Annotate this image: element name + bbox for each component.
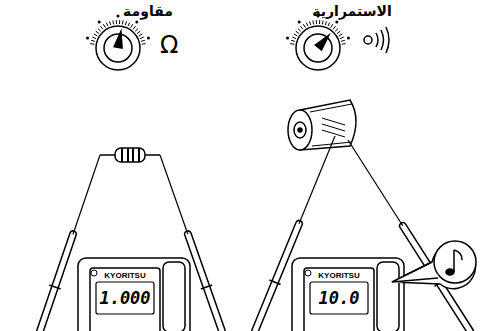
dial-tick [291, 40, 295, 41]
dial-tick [119, 20, 120, 24]
dial-tick [103, 24, 105, 27]
dial-pointer [314, 33, 331, 52]
resistor-symbol [100, 148, 160, 162]
dial-tick [333, 26, 336, 29]
beep-bubble [392, 241, 476, 289]
dial-mark [117, 15, 120, 18]
rotary-dial [86, 15, 150, 71]
dial-mark [298, 21, 301, 24]
dial-tick [98, 28, 101, 31]
dial-tick [92, 37, 96, 39]
dial-tick [300, 26, 303, 29]
dial-tick [306, 23, 308, 27]
dial-tick [298, 28, 301, 31]
dial-tick [331, 24, 333, 27]
probe-body [40, 234, 73, 331]
dial-mark [98, 21, 101, 24]
dial-tick [91, 40, 95, 41]
motor-symbol [288, 100, 356, 150]
dial-tick [342, 43, 346, 45]
dial-tick [339, 34, 342, 36]
probe-guard [201, 285, 212, 289]
dial-tick [131, 24, 133, 27]
dial-tick [294, 34, 297, 36]
probe-tip [299, 136, 335, 224]
multimeter-right [292, 258, 404, 331]
dial-tick [337, 31, 340, 33]
multimeter-left [78, 258, 190, 331]
panel-title: مقاومة [123, 4, 173, 18]
dial-tick [137, 31, 140, 33]
dial-tick [319, 20, 320, 24]
dial-tick [135, 28, 138, 31]
dial-tick [112, 20, 114, 24]
dial-tick [128, 23, 130, 27]
dial-pointer [113, 28, 123, 49]
rotary-dials [86, 15, 350, 71]
brand-name: KYORITSU [318, 272, 359, 280]
dial-ring [96, 26, 140, 70]
dial-mark [335, 21, 338, 24]
ohm-symbol: Ω [160, 33, 178, 57]
dial-tick [296, 31, 299, 33]
dial-ring [296, 26, 340, 70]
probe-body [40, 234, 73, 331]
dial-tick [325, 21, 326, 25]
dial-tick [341, 40, 345, 41]
probe-tip [348, 140, 403, 226]
display-reading: 1.000 [99, 290, 150, 307]
sound-icon [364, 27, 389, 53]
dial-tick [106, 23, 108, 27]
dial-mark [135, 21, 138, 24]
dial-tick [139, 34, 142, 36]
dial-tick [312, 20, 314, 24]
dial-mark [86, 37, 89, 40]
dial-tick [310, 21, 311, 25]
brand-name: KYORITSU [104, 272, 145, 280]
dial-tick [303, 24, 305, 27]
dial-tick [141, 40, 145, 41]
probe-body [188, 234, 222, 331]
dial-tick [116, 20, 117, 24]
dial-tick [94, 34, 97, 36]
probe-guard [49, 285, 60, 289]
display-reading: 10.0 [319, 290, 360, 307]
probe-tip [160, 155, 188, 234]
dial-mark [147, 37, 150, 40]
dial-tick [122, 20, 124, 24]
dial-tick [292, 37, 296, 39]
dial-tick [328, 23, 330, 27]
panel-title: الاستمرارية [312, 4, 391, 18]
probe-body [188, 234, 222, 331]
dial-tick [96, 31, 99, 33]
dial-tick [110, 21, 111, 25]
dial-tick [140, 37, 144, 39]
dial-mark [347, 37, 350, 40]
dial-tick [340, 37, 344, 39]
probe-guard [269, 280, 280, 285]
dial-tick [316, 20, 317, 24]
rotary-dial [286, 15, 350, 71]
dial-tick [322, 20, 324, 24]
probe-tip [73, 155, 100, 234]
dial-mark [286, 37, 289, 40]
dial-tick [133, 26, 136, 29]
dial-tick [335, 28, 338, 31]
dial-tick [125, 21, 126, 25]
dial-tick [90, 43, 94, 45]
probe [160, 155, 222, 331]
dial-tick [290, 43, 294, 45]
dial-tick [142, 43, 146, 45]
dial-tick [100, 26, 103, 29]
test-probes [40, 136, 470, 331]
